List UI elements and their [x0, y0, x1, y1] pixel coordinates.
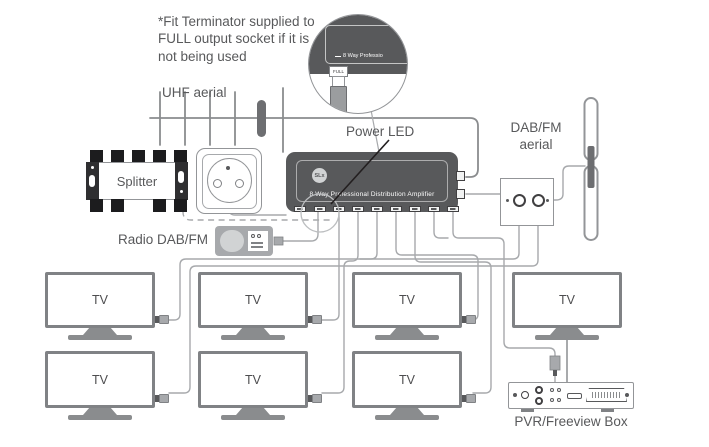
- inset-dash: [335, 56, 341, 57]
- inset-panel-text: 8 Way Professio: [343, 53, 383, 59]
- amp-dab-input: [456, 189, 465, 199]
- amp-output-2: [333, 206, 345, 212]
- pvr-label: PVR/Freeview Box: [514, 414, 628, 429]
- pvr-hdmi-port: [567, 393, 582, 399]
- distribution-amplifier: SLx 8 Way Professional Distribution Ampl…: [286, 152, 465, 212]
- inset-panel-outline: [325, 25, 407, 64]
- pvr-scart-port: [586, 388, 627, 402]
- terminator-plug: [330, 86, 347, 113]
- power-led-label: Power LED: [346, 124, 415, 139]
- diplexer-port-1: [513, 194, 526, 207]
- amp-uhf-input: [456, 171, 465, 181]
- uhf-aerial-icon: [149, 87, 479, 178]
- uhf-dipole: [257, 100, 266, 137]
- radio-label: Radio DAB/FM: [117, 232, 208, 247]
- dab-fm-aerial-icon: [583, 97, 599, 241]
- uhf-aerial-label: UHF aerial: [162, 85, 227, 100]
- dab-radio: [215, 226, 273, 256]
- amp-output-1: [314, 206, 326, 212]
- amp-output-6: [409, 206, 421, 212]
- amp-output-8: [447, 206, 459, 212]
- splitter-label: Splitter: [116, 173, 158, 189]
- amp-title: 8 Way Professional Distribution Amplifie…: [309, 191, 435, 198]
- radio-display: [248, 231, 268, 251]
- amp-logo: SLx: [312, 168, 327, 183]
- terminator-note: *Fit Terminator supplied to FULL output …: [158, 14, 315, 64]
- mains-socket: [196, 148, 262, 214]
- amp-power-led: [294, 206, 306, 212]
- terminator-inset-callout: 8 Way Professio FULL: [308, 14, 408, 114]
- diplexer-port-2: [532, 194, 545, 207]
- coax-wires: [168, 109, 586, 394]
- amp-output-3: [352, 206, 364, 212]
- diplexer: [500, 178, 554, 226]
- amp-output-4: [371, 206, 383, 212]
- amp-output-5: [390, 206, 402, 212]
- dab-fm-aerial-label: DAB/FM aerial: [510, 120, 562, 152]
- splitter-dashed-line: [182, 200, 331, 221]
- pvr-freeview-box: [508, 382, 634, 412]
- radio-speaker: [220, 230, 244, 252]
- splitter: Splitter: [86, 150, 188, 212]
- amp-output-7: [428, 206, 440, 212]
- pvr-rf-port: [521, 391, 529, 399]
